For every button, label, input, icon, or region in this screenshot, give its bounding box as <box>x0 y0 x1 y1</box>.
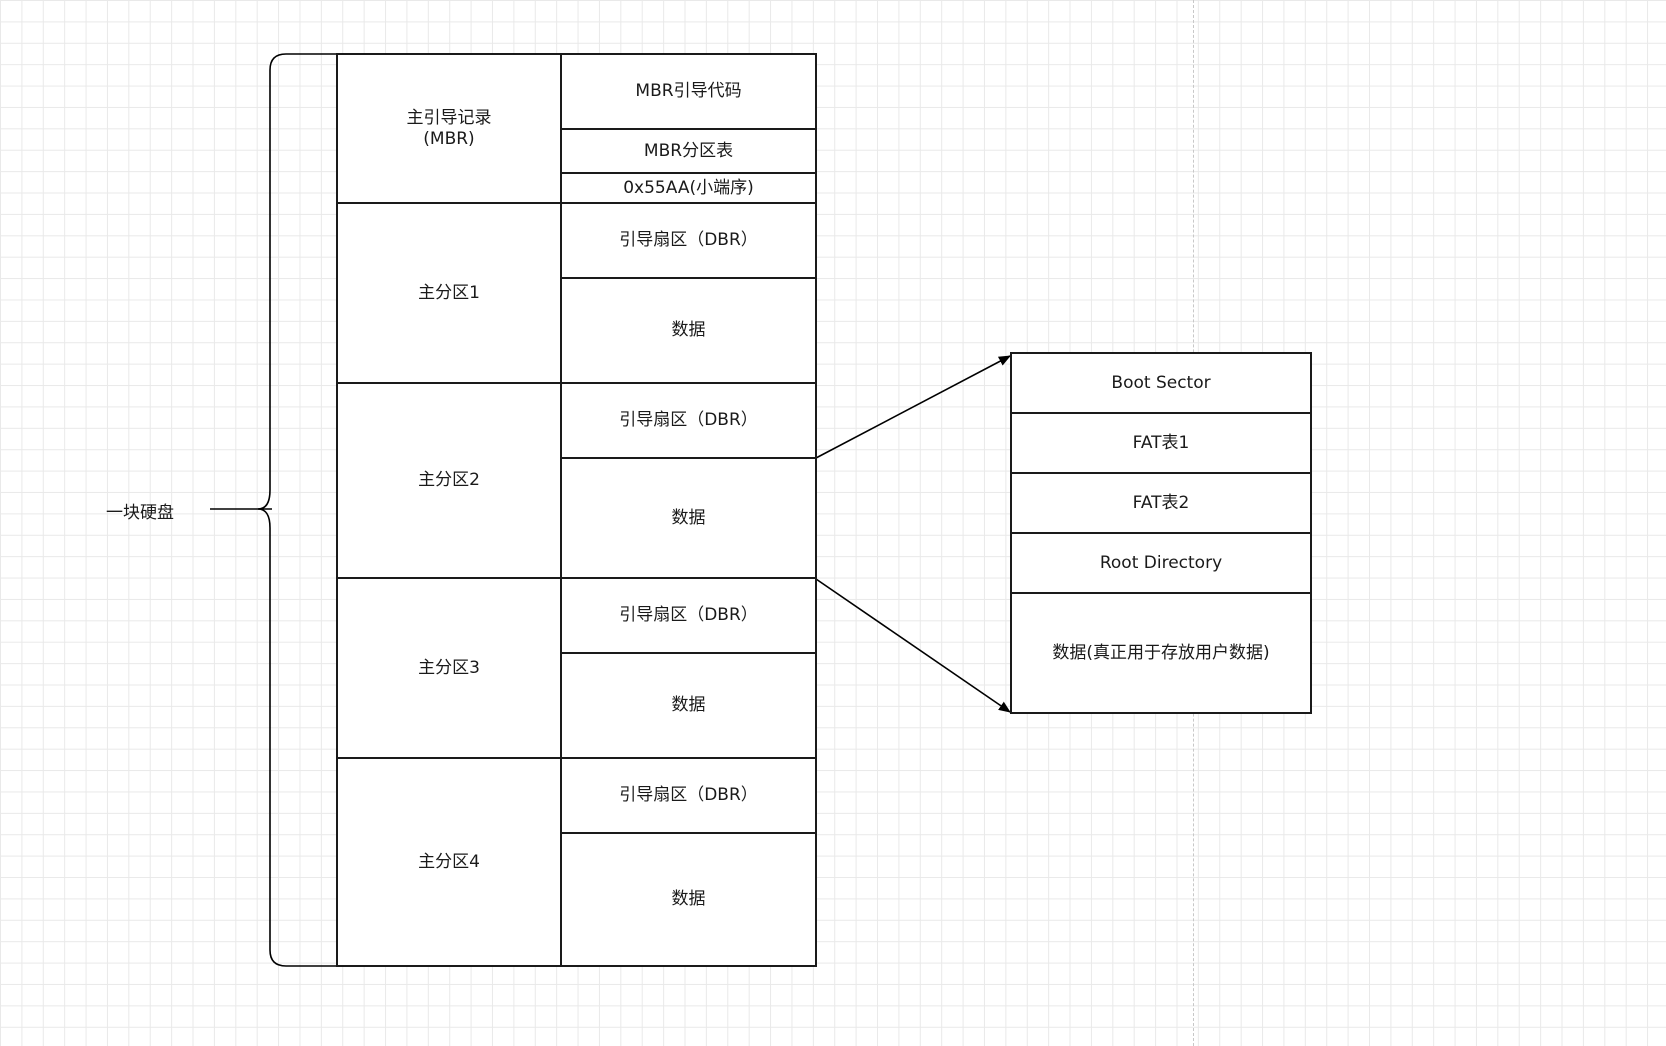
partition-1-block: 主分区1 <box>336 202 562 384</box>
partition-4-dbr-cell: 引导扇区（DBR） <box>560 757 817 834</box>
mbr-partition-table-cell: MBR分区表 <box>560 128 817 174</box>
mbr-block: 主引导记录 (MBR) <box>336 53 562 204</box>
fat-table-2-cell: FAT表2 <box>1010 472 1312 534</box>
partition-2-block: 主分区2 <box>336 382 562 579</box>
partition-3-data-cell: 数据 <box>560 652 817 759</box>
partition-4-block: 主分区4 <box>336 757 562 967</box>
fat-root-directory-cell: Root Directory <box>1010 532 1312 594</box>
partition-1-data-cell: 数据 <box>560 277 817 384</box>
fat-boot-sector-cell: Boot Sector <box>1010 352 1312 414</box>
partition-2-dbr-cell: 引导扇区（DBR） <box>560 382 817 459</box>
disk-brace <box>257 53 287 967</box>
arrow-to-layout-bottom <box>815 578 1011 713</box>
partition-3-block: 主分区3 <box>336 577 562 759</box>
mbr-boot-code-cell: MBR引导代码 <box>560 53 817 130</box>
partition-1-dbr-cell: 引导扇区（DBR） <box>560 202 817 279</box>
disk-label: 一块硬盘 <box>106 503 174 523</box>
partition-2-data-cell: 数据 <box>560 457 817 579</box>
mbr-signature-cell: 0x55AA(小端序) <box>560 172 817 204</box>
arrow-to-layout-top <box>815 355 1011 459</box>
partition-3-dbr-cell: 引导扇区（DBR） <box>560 577 817 654</box>
partition-4-data-cell: 数据 <box>560 832 817 967</box>
fat-data-region-cell: 数据(真正用于存放用户数据) <box>1010 592 1312 714</box>
fat-table-1-cell: FAT表1 <box>1010 412 1312 474</box>
